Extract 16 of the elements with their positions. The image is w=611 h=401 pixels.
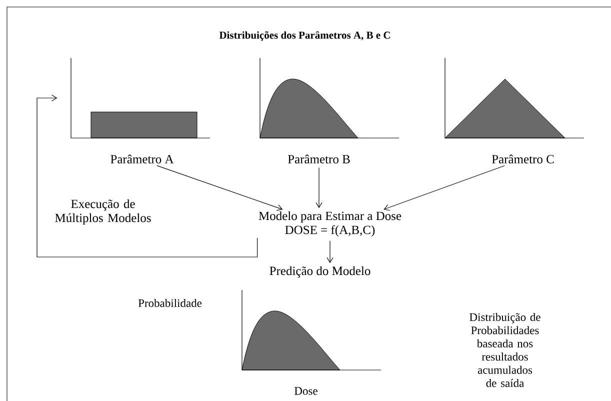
parameter-label: Parâmetro B [288,154,350,164]
edge-label: Execução de Múltiplos Modelos [55,199,151,225]
arrow [36,94,258,258]
model-text: Modelo para Estimar a Dose DOSE = f(A,B,C) [258,211,402,237]
note-text: Distribuição de Probabilidades baseada nos resultados acumulados de saída [470,312,540,388]
title: Distribuições dos Parâmetros A, B e C [219,31,390,41]
arrow [156,165,283,211]
parameter-label: Parâmetro C [492,154,554,164]
axis-label: Probabilidade [138,298,202,308]
axis-label: Dose [294,387,318,395]
arrow [316,167,322,208]
parameter-label: Parâmetro A [110,154,174,164]
prediction-text: Predição do Modelo [270,266,370,278]
arrow [326,240,334,264]
arrow [384,165,506,211]
chart-drawing [70,58,210,138]
